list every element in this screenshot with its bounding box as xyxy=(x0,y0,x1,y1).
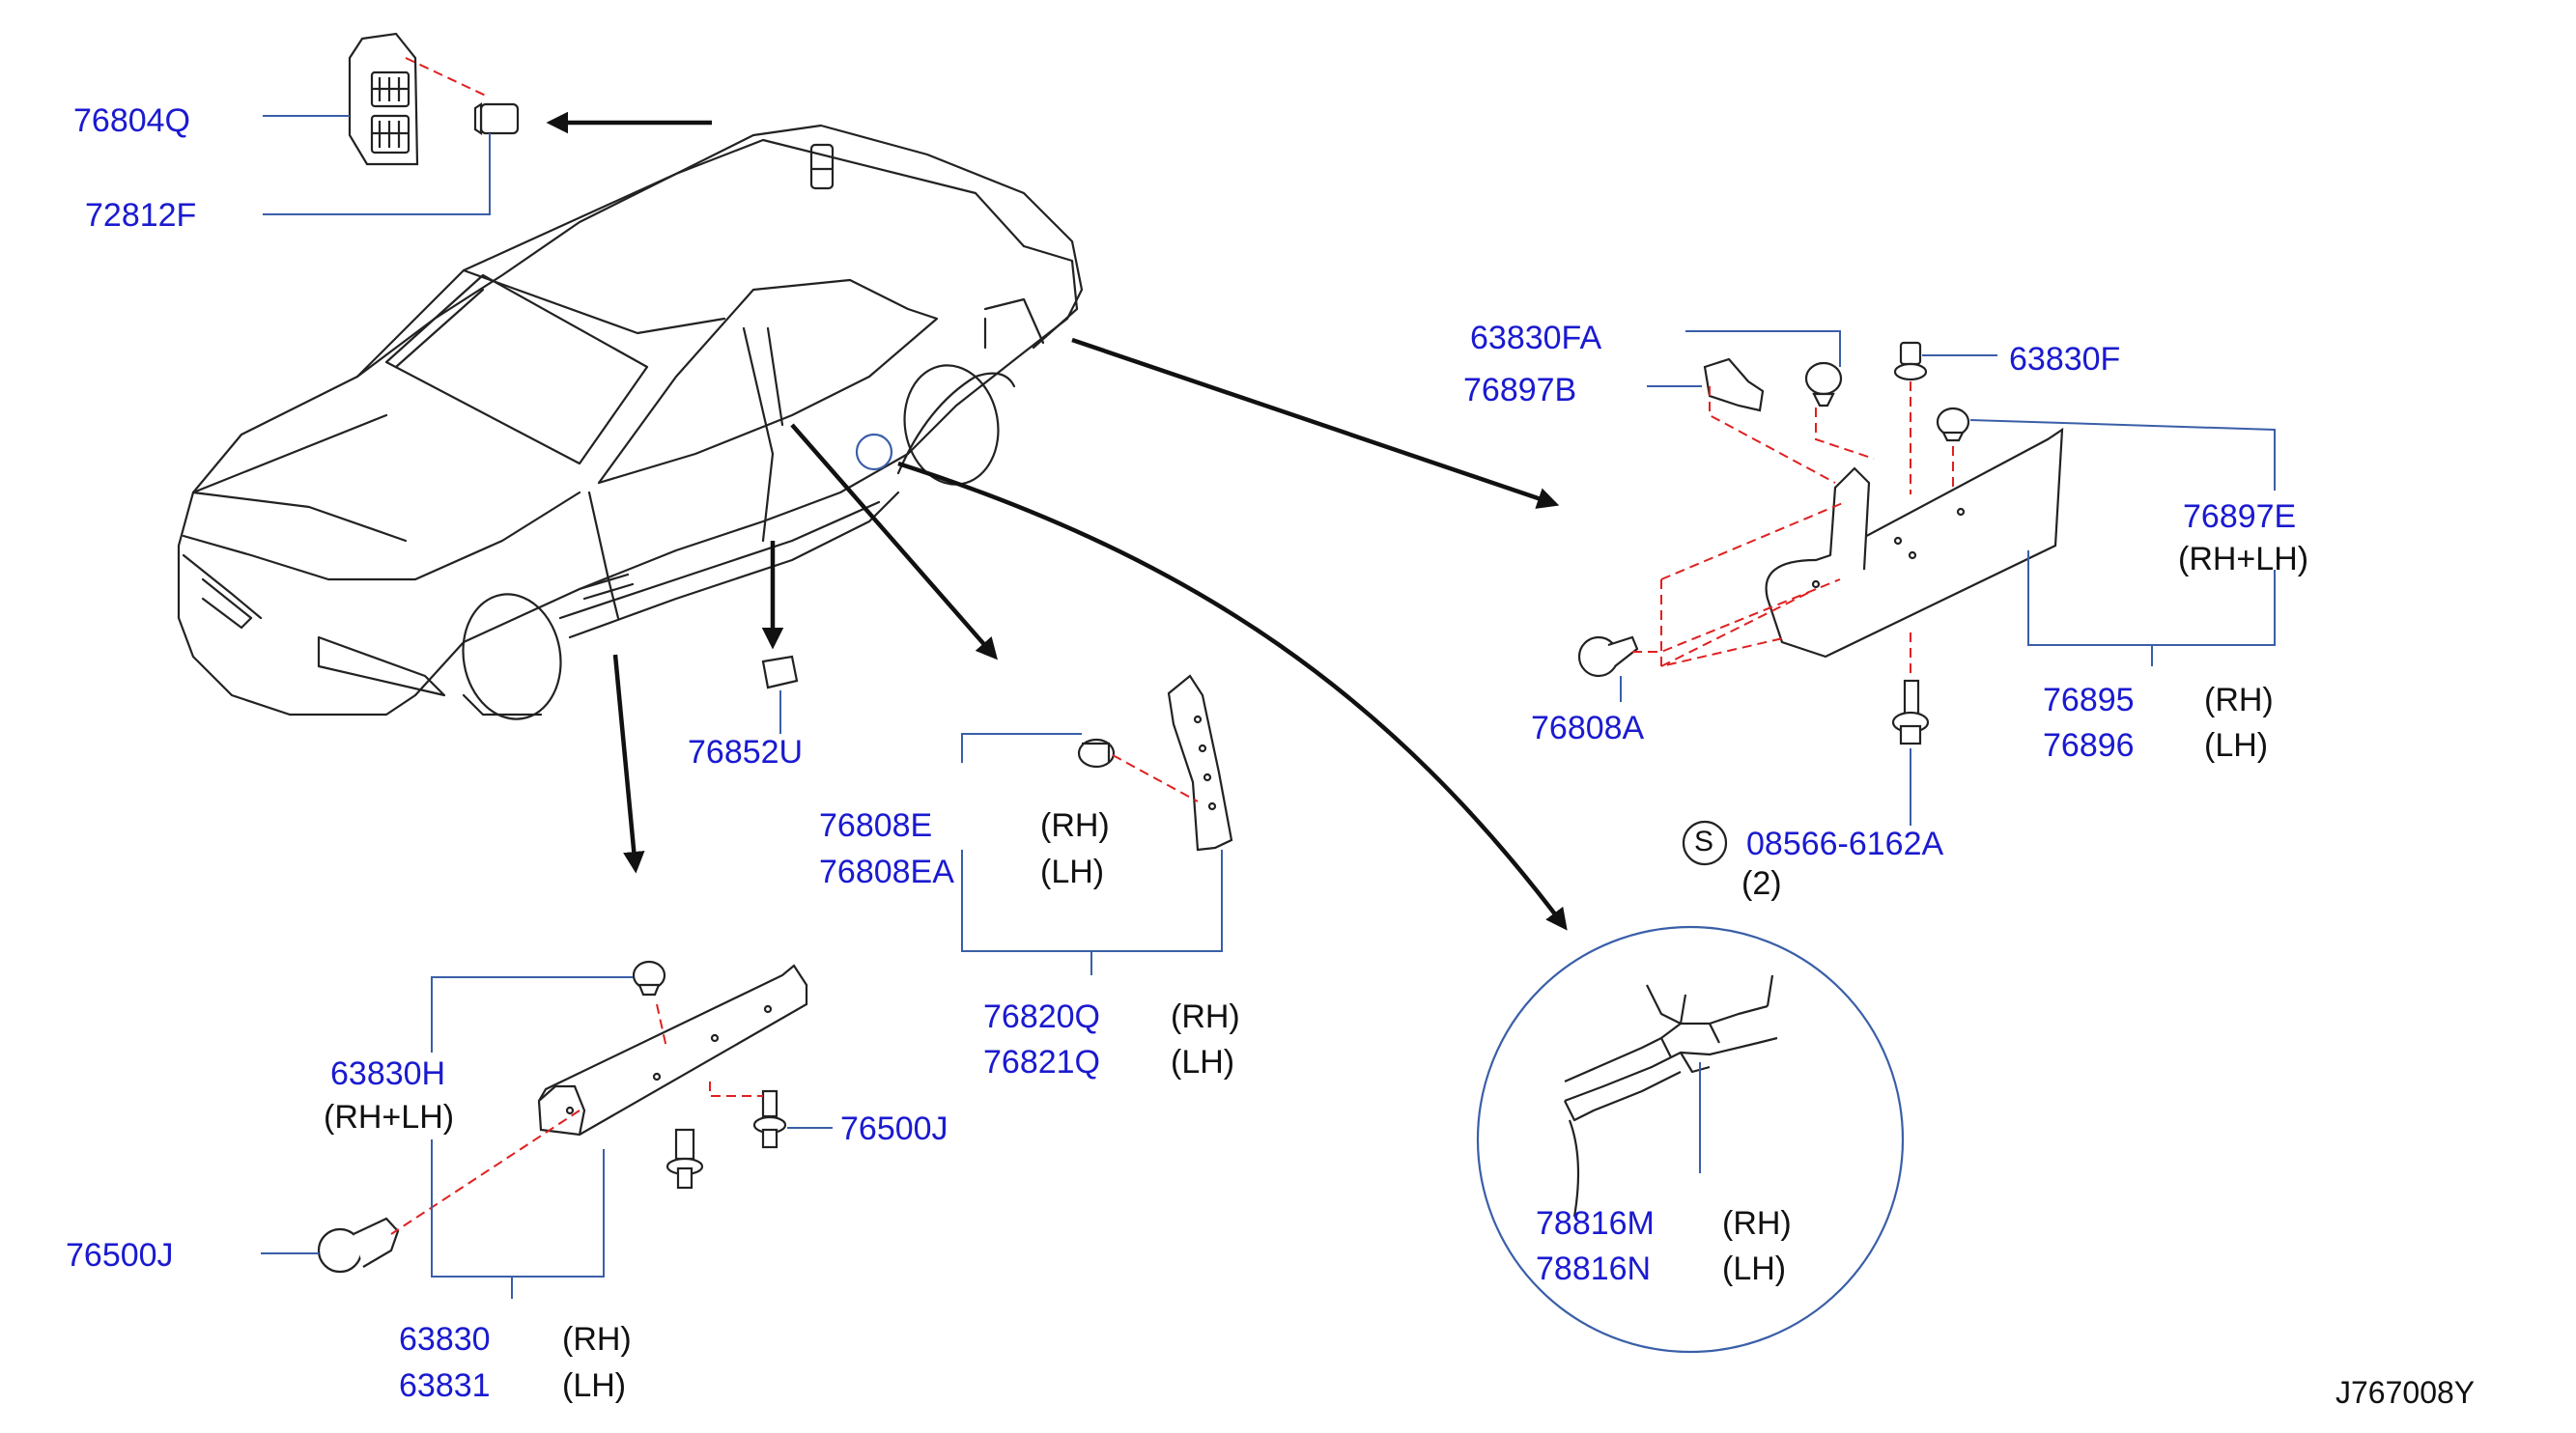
part-label-76852u[interactable]: 76852U xyxy=(688,734,804,771)
clip-76808e xyxy=(1077,738,1116,769)
side-label-63830h: (RH+LH) xyxy=(324,1099,455,1136)
part-label-63831[interactable]: 63831 xyxy=(399,1367,491,1404)
side-label-63831: (LH) xyxy=(562,1367,627,1404)
garnish-76820q xyxy=(1167,674,1233,852)
part-label-63830f[interactable]: 63830F xyxy=(2009,341,2121,378)
side-label-78816m: (RH) xyxy=(1722,1205,1792,1242)
quantity-label-08566: (2) xyxy=(1741,865,1782,902)
clip-63830h xyxy=(632,960,666,997)
part-label-78816n[interactable]: 78816N xyxy=(1536,1250,1652,1287)
side-label-76820q: (RH) xyxy=(1171,998,1240,1035)
dashed-63830 xyxy=(390,1003,763,1235)
sill-bracket-63830 xyxy=(537,964,808,1137)
clip-76897e xyxy=(1936,407,1970,442)
part-label-76804q[interactable]: 76804Q xyxy=(73,102,190,139)
diagram-reference-code: J767008Y xyxy=(2335,1375,2476,1410)
clip-63830fa xyxy=(1804,361,1843,407)
clip-63830f xyxy=(1893,341,1928,381)
part-label-78816m[interactable]: 78816M xyxy=(1536,1205,1655,1242)
side-label-78816n: (LH) xyxy=(1722,1250,1787,1287)
part-label-08566-6162a[interactable]: 08566-6162A xyxy=(1746,826,1944,862)
pointer-arrows xyxy=(546,111,1568,931)
part-label-76895[interactable]: 76895 xyxy=(2043,682,2135,718)
side-label-76896: (LH) xyxy=(2204,727,2269,764)
side-label-63830: (RH) xyxy=(562,1321,632,1358)
symbol-s: S xyxy=(1694,826,1714,857)
bolt-bottom xyxy=(665,1128,704,1190)
detail-view-78816m xyxy=(1476,925,1905,1354)
side-label-76808ea: (LH) xyxy=(1040,854,1105,890)
car-illustration xyxy=(177,124,1084,720)
screw-76500j xyxy=(752,1089,787,1149)
part-label-76808a[interactable]: 76808A xyxy=(1531,710,1645,746)
part-label-76820q[interactable]: 76820Q xyxy=(983,998,1100,1035)
bolt-08566 xyxy=(1891,679,1930,745)
part-label-63830[interactable]: 63830 xyxy=(399,1321,491,1358)
part-label-76896[interactable]: 76896 xyxy=(2043,727,2135,764)
leaders-top-left xyxy=(263,115,491,215)
part-label-76821q[interactable]: 76821Q xyxy=(983,1044,1100,1081)
part-label-76897e[interactable]: 76897E xyxy=(2183,498,2297,535)
part-label-76500j-right[interactable]: 76500J xyxy=(840,1110,948,1147)
pad-76852u xyxy=(761,655,799,734)
leaders-76895 xyxy=(1620,330,2276,826)
part-label-76808e[interactable]: 76808E xyxy=(819,807,933,844)
symbol-s-circle xyxy=(1682,820,1728,866)
side-label-76808e: (RH) xyxy=(1040,807,1110,844)
mudguard-bracket-76804q xyxy=(348,32,419,166)
part-label-63830h[interactable]: 63830H xyxy=(330,1055,446,1092)
side-label-76895: (RH) xyxy=(2204,682,2274,718)
part-label-76500j-left[interactable]: 76500J xyxy=(66,1237,174,1274)
part-label-72812f[interactable]: 72812F xyxy=(85,197,197,234)
leaders-63830 xyxy=(261,976,833,1299)
part-label-76897b[interactable]: 76897B xyxy=(1463,372,1577,408)
dashed-76895 xyxy=(1632,381,1954,676)
part-label-63830fa[interactable]: 63830FA xyxy=(1470,320,1602,356)
leaders-76820q xyxy=(961,733,1223,975)
rivet-76808a xyxy=(1577,635,1639,678)
part-label-76808ea[interactable]: 76808EA xyxy=(819,854,954,890)
bracket-76897b xyxy=(1703,357,1765,412)
mudguard-76895 xyxy=(1765,427,2064,659)
side-label-76821q: (LH) xyxy=(1171,1044,1235,1081)
side-label-76897e: (RH+LH) xyxy=(2178,541,2309,577)
rivet-76500j xyxy=(317,1217,400,1274)
clip-72812f xyxy=(473,101,520,136)
